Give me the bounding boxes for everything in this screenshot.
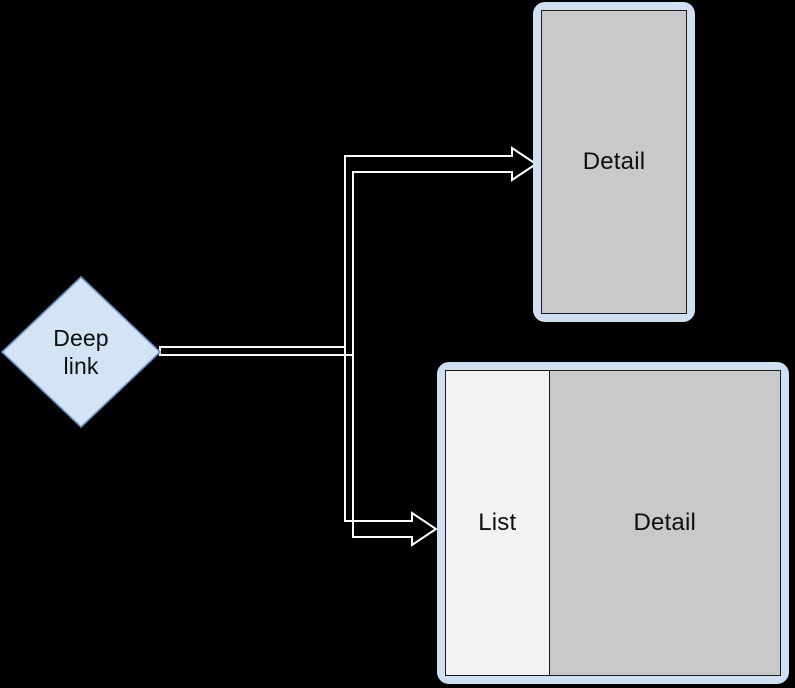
tablet-screen: List Detail: [445, 370, 781, 676]
node-deep-link-label: Deep link: [0, 275, 162, 429]
node-deep-link-label-line1: Deep: [53, 325, 109, 351]
tablet-pane-list[interactable]: List: [446, 371, 550, 675]
edge-deep-link-to-tablet-path: [159, 346, 438, 547]
tablet-pane-detail[interactable]: Detail: [549, 371, 780, 675]
node-deep-link[interactable]: Deep link: [0, 275, 162, 429]
edge-deep-link-to-tablet[interactable]: [159, 346, 438, 547]
edge-deep-link-to-phone[interactable]: [159, 146, 538, 356]
node-deep-link-label-line2: link: [63, 353, 99, 379]
node-tablet-frame[interactable]: List Detail: [437, 362, 789, 684]
edge-deep-link-to-phone-path: [159, 146, 538, 356]
node-phone-frame[interactable]: Detail: [533, 2, 695, 322]
phone-screen: Detail: [541, 10, 687, 314]
diamond-shape: [0, 275, 162, 429]
phone-pane-detail[interactable]: Detail: [542, 11, 686, 313]
